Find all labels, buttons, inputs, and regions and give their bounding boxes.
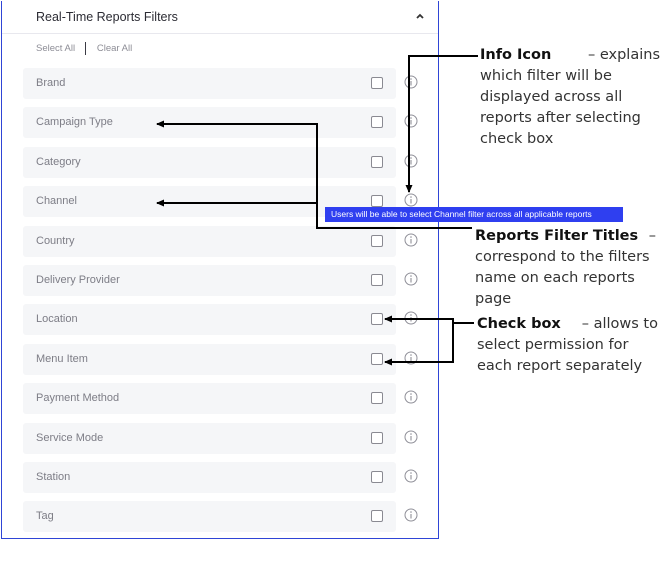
filter-title: Brand <box>36 77 66 89</box>
chevron-up-icon[interactable] <box>414 11 426 21</box>
info-icon-arrow <box>405 55 478 193</box>
filter-checkbox[interactable] <box>371 274 383 286</box>
filter-checkbox[interactable] <box>371 195 383 208</box>
filter-titles-annotation: Reports Filter Titles– correspond to the… <box>475 228 656 307</box>
filters-panel: Real-Time Reports Filters Select All Cle… <box>1 1 439 539</box>
info-icon[interactable] <box>404 469 418 483</box>
filter-title: Category <box>36 155 81 168</box>
info-icon[interactable] <box>404 430 418 444</box>
select-all-link[interactable]: Select All <box>36 43 76 54</box>
checkbox-arrow-menu-item <box>384 323 454 366</box>
filter-row: Delivery Provider <box>23 265 418 296</box>
filter-title: Campaign Type <box>36 116 113 129</box>
filter-title: Channel <box>36 195 77 208</box>
info-icon[interactable] <box>404 154 418 168</box>
filter-title: Menu Item <box>36 352 88 365</box>
info-icon[interactable] <box>404 114 418 128</box>
filter-checkbox[interactable] <box>371 313 383 326</box>
link-divider <box>84 42 87 55</box>
filter-row: Location <box>23 304 418 336</box>
filter-checkbox[interactable] <box>371 77 383 89</box>
filter-checkbox[interactable] <box>371 392 383 405</box>
info-icon-annotation: Info Icon– explains which filter will be… <box>480 47 660 147</box>
info-icon[interactable] <box>404 390 418 404</box>
panel-title: Real-Time Reports Filters <box>36 10 178 24</box>
checkbox-annotation: Check box– allows to select permission f… <box>477 316 658 374</box>
filter-checkbox[interactable] <box>371 510 383 523</box>
filter-title: Country <box>36 234 75 247</box>
checkbox-arrow-location <box>384 315 474 324</box>
filter-row: Country <box>23 225 418 257</box>
panel-header[interactable]: Real-Time Reports Filters <box>2 1 438 34</box>
filter-checkbox[interactable] <box>371 431 383 444</box>
filter-row: Station <box>23 462 418 493</box>
filter-checkbox[interactable] <box>371 352 383 365</box>
filter-row: Tag <box>23 501 418 533</box>
info-icon[interactable] <box>404 75 418 89</box>
channel-info-tooltip: Users will be able to select Channel fil… <box>325 207 623 222</box>
filter-title: Payment Method <box>36 392 120 405</box>
filter-title: Station <box>36 471 71 483</box>
filter-checkbox[interactable] <box>371 116 383 129</box>
clear-all-link[interactable]: Clear All <box>96 43 133 54</box>
select-links: Select All Clear All <box>36 42 132 55</box>
filter-row: Service Mode <box>23 422 418 454</box>
filter-checkbox[interactable] <box>371 234 383 247</box>
info-icon[interactable] <box>404 193 418 207</box>
filter-title: Location <box>36 313 78 326</box>
filter-checkbox[interactable] <box>371 155 383 168</box>
filter-row: Brand <box>23 68 418 99</box>
filter-title: Service Mode <box>36 431 104 444</box>
info-icon[interactable] <box>404 233 418 247</box>
info-icon[interactable] <box>404 351 418 365</box>
filter-row: Category <box>23 146 418 178</box>
filter-title: Delivery Provider <box>36 274 120 286</box>
filter-title: Tag <box>36 510 54 523</box>
filter-row: Menu Item <box>23 343 418 375</box>
info-icon[interactable] <box>404 272 418 286</box>
filter-row: Campaign Type <box>23 107 418 139</box>
filter-checkbox[interactable] <box>371 471 383 483</box>
info-icon[interactable] <box>404 508 418 522</box>
filter-row: Payment Method <box>23 383 418 415</box>
titles-arrow <box>156 120 472 229</box>
